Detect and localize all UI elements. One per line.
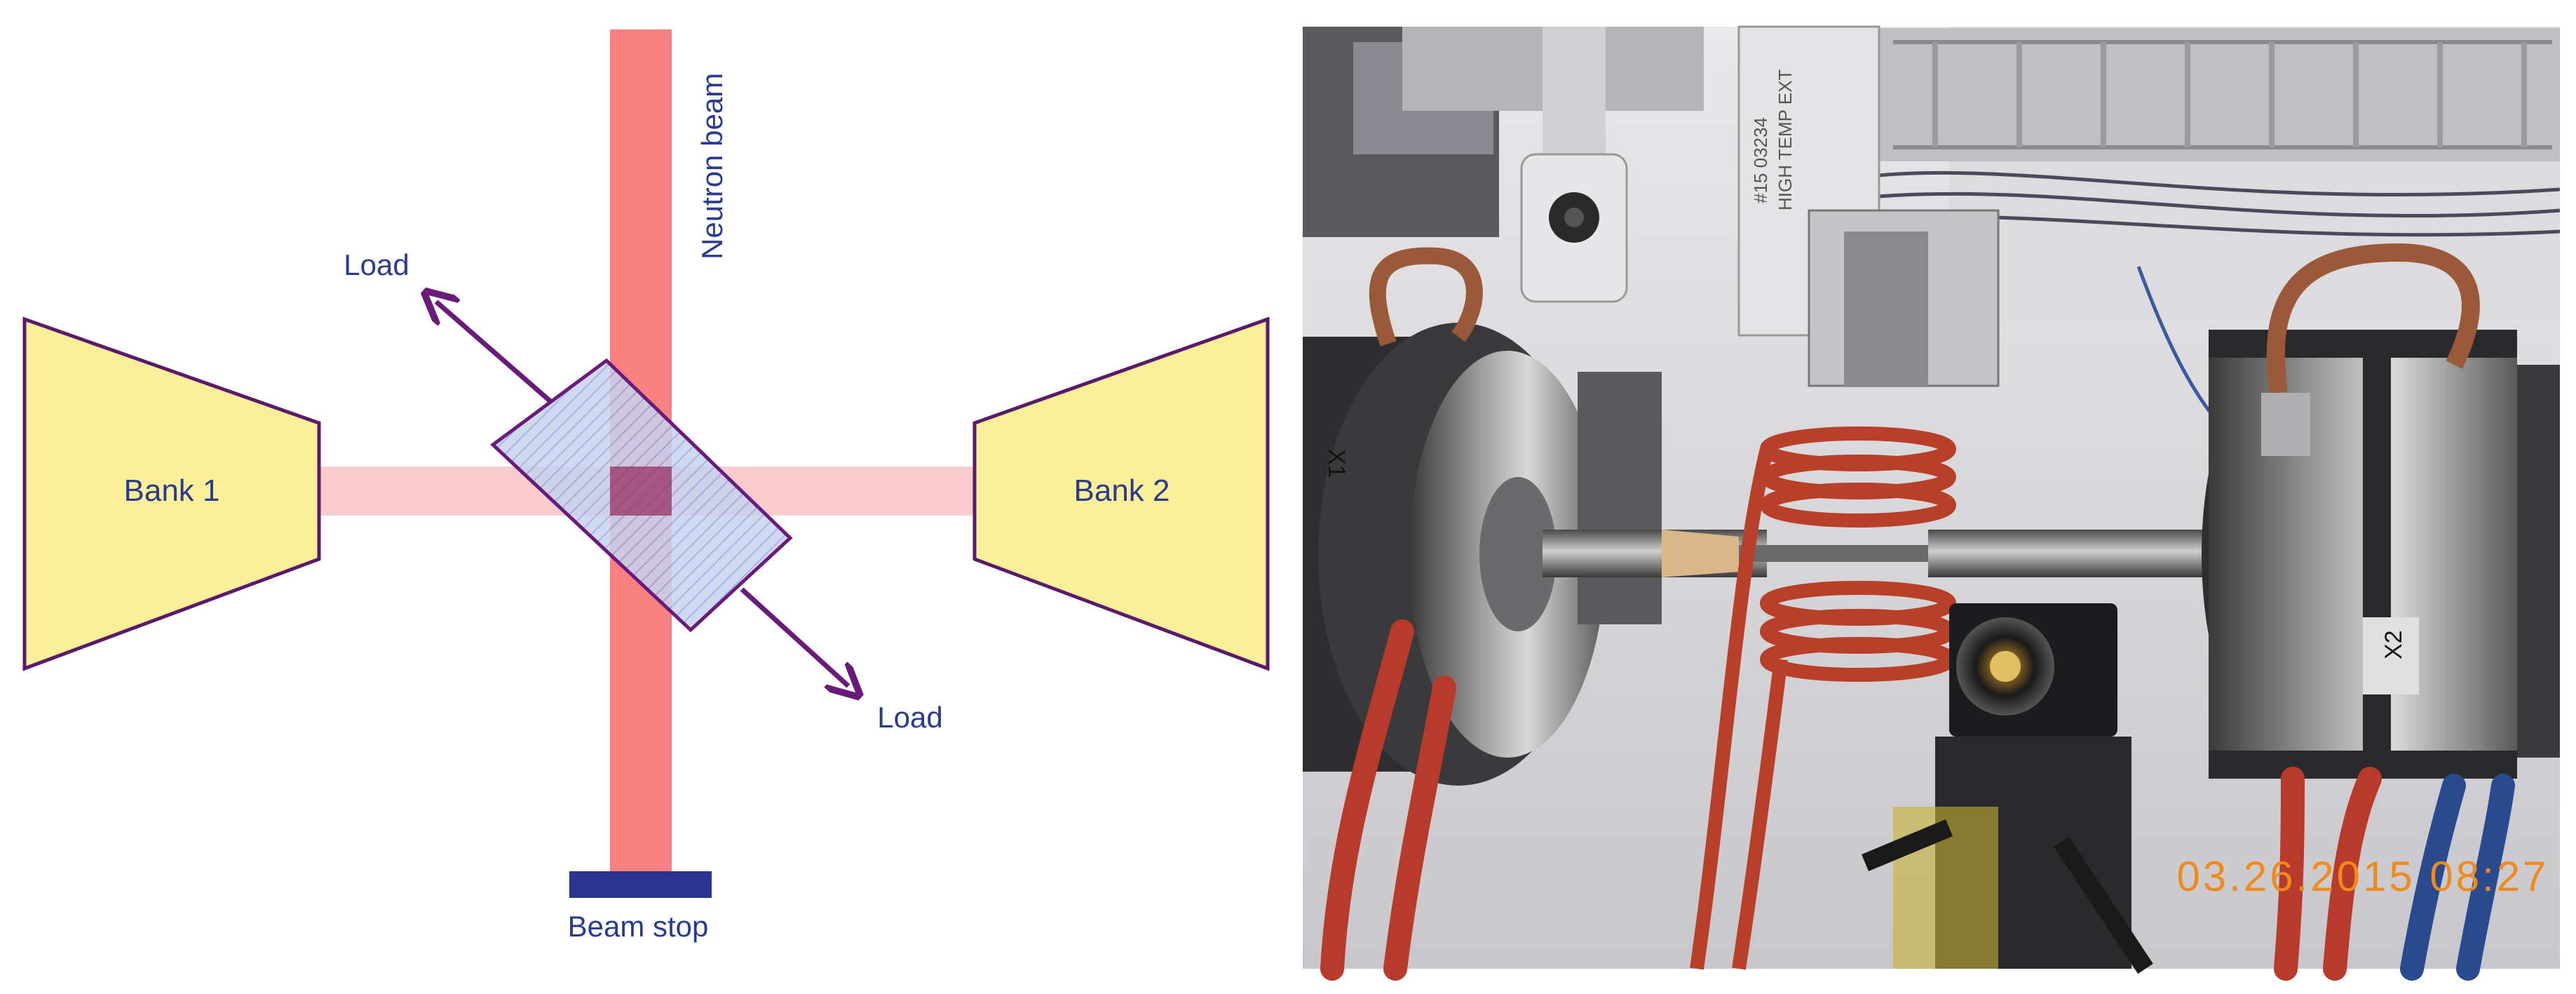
gauge-volume <box>610 466 672 516</box>
photo-timestamp: 03.26.2015 08:27 <box>2176 853 2549 900</box>
schematic: Bank 1 Bank 2 Neutron beam Load Load Bea… <box>22 29 1270 943</box>
bank-1-label: Bank 1 <box>124 474 220 508</box>
load-arrow-lower <box>740 587 848 686</box>
experiment-photo: #15 03234 HIGH TEMP EXT X1 <box>1303 25 2561 981</box>
bank-2-label: Bank 2 <box>1074 474 1170 508</box>
extensometer-card-text-1: #15 03234 <box>1750 117 1771 203</box>
load-arrow-upper <box>436 302 553 403</box>
bank-1-detector <box>22 316 321 671</box>
load-label-lower: Load <box>877 701 942 734</box>
load-label-upper: Load <box>344 248 409 281</box>
bank-2-detector <box>972 316 1270 671</box>
grip-label-left: X1 <box>1323 449 1350 478</box>
neutron-beam-label: Neutron beam <box>696 73 728 260</box>
beam-stop <box>569 871 712 898</box>
beam-stop-label: Beam stop <box>568 910 709 943</box>
extensometer-card-text-2: HIGH TEMP EXT <box>1775 69 1796 210</box>
grip-label-right: X2 <box>2380 630 2407 659</box>
